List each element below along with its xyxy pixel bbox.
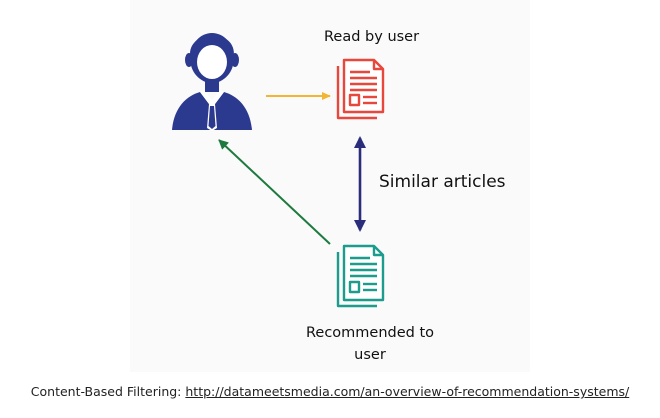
user-icon: [172, 33, 252, 131]
caption-link[interactable]: http://datameetsmedia.com/an-overview-of…: [185, 384, 630, 399]
recommend-arrow: [218, 139, 331, 245]
recommended-document-icon: [336, 244, 385, 308]
read-by-user-label: Read by user: [324, 29, 420, 45]
read-document-icon: [336, 58, 385, 120]
figure-caption: Content-Based Filtering: http://datameet…: [0, 384, 660, 399]
similar-articles-label: Similar articles: [379, 172, 506, 192]
recommended-to-user-label: Recommended to user: [305, 325, 435, 363]
caption-prefix: Content-Based Filtering:: [30, 384, 186, 399]
